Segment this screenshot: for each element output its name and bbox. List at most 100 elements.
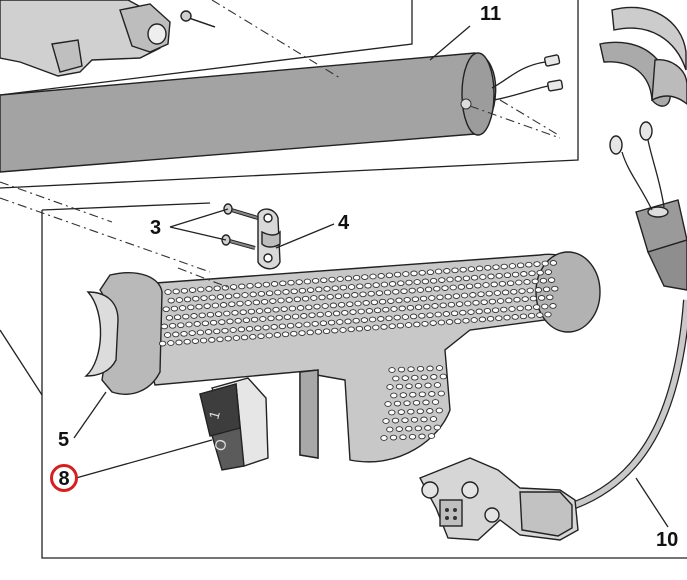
perforation-hole [420, 374, 428, 381]
perforation-hole [370, 299, 379, 306]
perforation-hole [352, 317, 360, 324]
perforation-hole [188, 330, 196, 336]
rocker-switch-part-8: 1 O [199, 377, 269, 471]
perforation-hole [319, 320, 328, 327]
callout-5: 5 [58, 429, 69, 451]
perforation-hole [180, 287, 189, 294]
perforation-hole [337, 301, 346, 308]
perforation-hole [369, 273, 377, 280]
perforation-hole [209, 319, 218, 326]
perforation-hole [426, 408, 434, 414]
perforation-hole [420, 416, 428, 423]
perforation-hole [191, 338, 200, 344]
motor-screw [180, 10, 216, 28]
perforation-hole [336, 276, 344, 282]
perforation-hole [360, 317, 369, 323]
perforation-hole [418, 391, 426, 398]
perforation-hole [491, 307, 500, 314]
perforation-hole [389, 434, 398, 441]
perforation-hole [462, 317, 470, 324]
perforation-hole [283, 314, 292, 320]
perforation-hole [422, 399, 430, 406]
perforation-hole [484, 264, 492, 271]
perforation-hole [265, 290, 274, 297]
perforation-hole [244, 300, 252, 306]
perforation-hole [401, 314, 410, 320]
alignment-line [211, 0, 341, 79]
power-cable-part-10 [573, 299, 687, 509]
perforation-hole [388, 409, 396, 416]
perforation-hole [467, 309, 475, 315]
perforation-hole [247, 308, 256, 315]
perforation-hole [323, 285, 331, 292]
perforation-hole [187, 304, 195, 311]
perforation-hole [424, 286, 433, 293]
perforation-hole [413, 279, 421, 285]
perforation-hole [437, 390, 445, 397]
perforation-hole [414, 425, 422, 432]
perforation-hole [177, 322, 185, 329]
perforation-hole [529, 295, 538, 302]
perforation-hole [216, 294, 225, 300]
perforation-hole [173, 314, 182, 321]
perforation-hole [450, 310, 459, 317]
callout-3: 3 [150, 217, 161, 239]
callout-10: 10 [656, 529, 678, 551]
perforation-hole [401, 375, 409, 381]
perforation-hole [416, 365, 425, 372]
perforation-hole [282, 289, 290, 295]
perforation-hole [311, 277, 320, 284]
perforation-hole [431, 303, 439, 309]
perforation-hole [501, 289, 510, 296]
perforation-hole [165, 314, 174, 321]
perforation-hole [421, 278, 430, 285]
perforation-hole [508, 306, 516, 312]
perforation-hole [233, 292, 241, 299]
perforation-hole [524, 304, 533, 311]
perforation-hole [485, 290, 493, 297]
perforation-hole [328, 276, 336, 283]
perforation-hole [503, 314, 511, 321]
perforation-hole [303, 321, 311, 328]
perforation-hole [221, 284, 230, 291]
perforation-hole [445, 319, 454, 325]
perforation-hole [388, 367, 396, 373]
perforation-hole [486, 315, 495, 322]
perforation-hole [421, 320, 429, 327]
alignment-line [0, 181, 113, 223]
perforation-hole [354, 300, 362, 307]
perforation-hole [527, 312, 536, 319]
callout-8-highlight-ring [50, 464, 78, 492]
perforation-hole [162, 306, 170, 313]
perforation-hole [275, 314, 283, 321]
perforation-hole [344, 275, 353, 282]
perforation-hole [327, 319, 336, 326]
perforation-hole [399, 434, 407, 441]
perforation-hole [523, 279, 531, 285]
perforation-hole [430, 374, 438, 380]
perforation-hole [521, 296, 529, 302]
perforation-hole [483, 307, 492, 314]
perforation-hole [167, 340, 175, 346]
perforation-hole [496, 298, 505, 304]
perforation-hole [409, 391, 417, 398]
perforation-hole [531, 278, 539, 285]
perforation-hole [518, 288, 526, 294]
perforation-hole [311, 320, 319, 327]
perforation-hole [409, 313, 418, 320]
perforation-hole [434, 311, 442, 318]
perforation-hole [265, 332, 273, 339]
clamp-part-4 [257, 208, 281, 270]
perforation-hole [221, 327, 229, 334]
perforation-hole [160, 323, 169, 330]
perforation-hole [434, 268, 443, 275]
perforation-hole [158, 340, 167, 347]
perforation-hole [198, 312, 206, 319]
perforation-hole [506, 280, 515, 287]
connector-plug [419, 457, 579, 541]
perforation-hole [264, 307, 272, 314]
perforation-hole [441, 285, 449, 291]
perforation-hole [490, 281, 498, 288]
switch-off-mark: O [211, 437, 230, 453]
perforation-hole [254, 325, 262, 332]
